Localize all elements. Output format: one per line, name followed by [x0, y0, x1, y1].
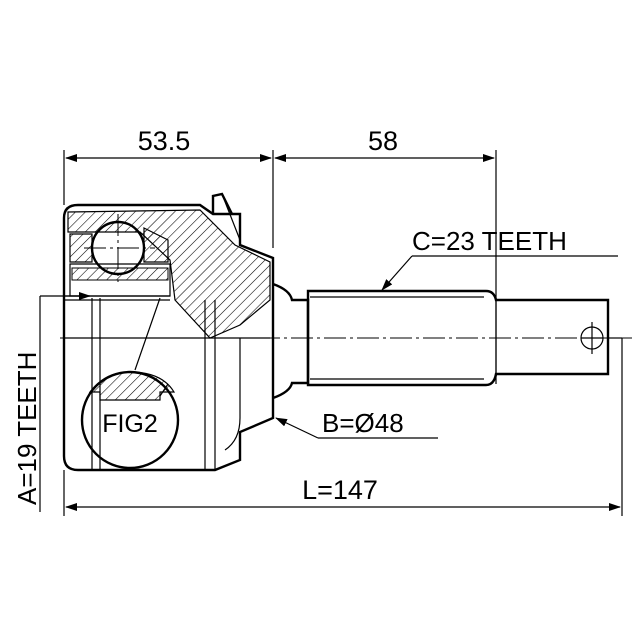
a-teeth-callout: A=19 TEETH	[12, 292, 91, 512]
fig2-detail: FIG2	[80, 297, 180, 470]
a-teeth-label: A=19 TEETH	[12, 352, 42, 505]
b-diameter-label: B=Ø48	[322, 408, 404, 438]
total-length-label: L=147	[302, 475, 378, 505]
dim-53-5-label: 53.5	[138, 126, 191, 156]
stub-shaft	[272, 282, 622, 400]
ball-and-cage	[69, 214, 171, 297]
c-teeth-label: C=23 TEETH	[412, 226, 567, 256]
c-teeth-callout: C=23 TEETH	[381, 226, 618, 291]
dim-58-label: 58	[368, 126, 398, 156]
total-length-dimension: L=147	[63, 338, 623, 516]
fig2-label: FIG2	[102, 410, 158, 438]
top-dimensions: 53.5 58	[63, 126, 497, 292]
b-diameter-callout: B=Ø48	[275, 408, 438, 439]
